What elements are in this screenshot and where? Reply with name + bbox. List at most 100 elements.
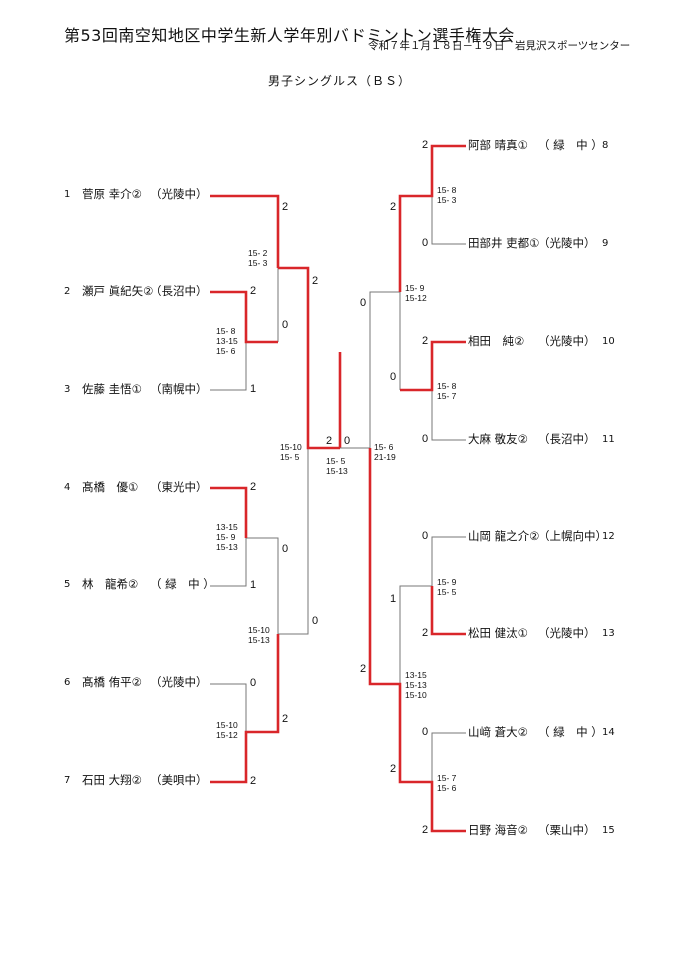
match-score: 1 — [250, 383, 257, 395]
player-name: 日野 海音② — [468, 823, 528, 837]
bracket-line — [368, 448, 466, 833]
game-scores: 15- 8 13-15 15- 6 — [216, 326, 238, 356]
player-school: （美唄中） — [150, 773, 208, 787]
match-score: 0 — [282, 319, 289, 331]
bracket-line — [210, 634, 280, 784]
player-name: 山﨑 蒼大② — [468, 725, 528, 739]
match-score: 2 — [312, 275, 319, 287]
match-score: 0 — [422, 726, 429, 738]
game-scores: 15-10 15-12 — [216, 720, 238, 740]
seed-number: 13 — [602, 628, 615, 639]
seed-number: 14 — [602, 727, 615, 738]
bracket-line — [398, 144, 466, 292]
bracket-line — [430, 586, 466, 636]
match-score: 0 — [282, 543, 289, 555]
match-score: 2 — [282, 713, 289, 725]
match-score: 2 — [390, 763, 397, 775]
bracket-line — [369, 291, 400, 448]
game-scores: 15-10 15- 5 — [280, 442, 302, 462]
player-school: （長沼中） — [150, 284, 208, 298]
game-scores: 13-15 15-13 15-10 — [405, 670, 427, 700]
match-score: 0 — [422, 530, 429, 542]
seed-number: 11 — [602, 434, 615, 445]
player-school: （光陵中） — [538, 626, 596, 640]
match-score: 2 — [422, 824, 429, 836]
bracket-line — [210, 342, 247, 391]
seed-number: 6 — [64, 677, 71, 688]
player-name: 林 龍希② — [82, 577, 139, 591]
match-score: 0 — [422, 433, 429, 445]
game-scores: 15- 6 21-19 — [374, 442, 396, 462]
player-school: （光陵中） — [538, 236, 596, 250]
player-school: （ 緑 中 ） — [150, 577, 215, 591]
seed-number: 4 — [64, 482, 71, 493]
match-score: 0 — [360, 297, 367, 309]
player-name: 相田 純② — [468, 334, 525, 348]
bracket-line — [210, 290, 278, 344]
seed-number: 12 — [602, 531, 615, 542]
document-title: 第53回南空知地区中学生新人学年別バドミントン選手権大会 — [64, 26, 515, 45]
player-school: （上幌向中） — [538, 529, 607, 543]
match-score: 2 — [422, 335, 429, 347]
match-score: 2 — [250, 775, 257, 787]
seed-number: 15 — [602, 825, 615, 836]
bracket-line — [278, 448, 309, 635]
bracket-line — [210, 683, 247, 732]
match-score: 2 — [390, 201, 397, 213]
seed-number: 3 — [64, 384, 71, 395]
bracket-line — [431, 732, 466, 782]
match-score: 1 — [250, 579, 257, 591]
match-score: 2 — [422, 139, 429, 151]
seed-number: 10 — [602, 336, 615, 347]
match-score: 0 — [250, 677, 257, 689]
player-school: （ 緑 中 ） — [538, 138, 603, 152]
game-scores: 13-15 15- 9 15-13 — [216, 522, 238, 552]
game-scores: 15- 8 15- 7 — [437, 381, 457, 401]
match-score: 1 — [390, 593, 397, 605]
match-score: 2 — [250, 481, 257, 493]
player-school: （光陵中） — [150, 675, 208, 689]
bracket-line — [400, 340, 466, 392]
game-scores: 15- 2 15- 3 — [248, 248, 268, 268]
player-school: （ 緑 中 ） — [538, 725, 603, 739]
player-name: 山岡 龍之介② — [468, 529, 540, 543]
final-score: 2 — [326, 435, 333, 447]
player-name: 松田 健汰① — [468, 626, 528, 640]
player-name: 大麻 敬友② — [468, 432, 528, 446]
player-name: 髙橋 優① — [82, 480, 139, 494]
bracket-line — [431, 196, 466, 245]
game-scores: 15- 9 15- 5 — [437, 577, 457, 597]
game-scores: 15- 8 15- 3 — [437, 185, 457, 205]
bracket-line — [210, 538, 247, 587]
player-school: （長沼中） — [538, 432, 596, 446]
player-name: 田部井 吏都① — [468, 236, 540, 250]
match-score: 0 — [390, 371, 397, 383]
seed-number: 7 — [64, 775, 71, 786]
player-school: （光陵中） — [538, 334, 596, 348]
player-name: 佐藤 圭悟① — [82, 382, 142, 396]
game-scores: 15- 7 15- 6 — [437, 773, 457, 793]
final-score: 0 — [344, 435, 351, 447]
player-school: （南幌中） — [150, 382, 208, 396]
seed-number: 5 — [64, 579, 71, 590]
player-name: 石田 大翔② — [82, 773, 142, 787]
player-school: （東光中） — [150, 480, 208, 494]
match-score: 0 — [312, 615, 319, 627]
seed-number: 1 — [64, 189, 71, 200]
game-scores: 15- 9 15-12 — [405, 283, 427, 303]
player-school: （光陵中） — [150, 187, 208, 201]
bracket-line — [210, 486, 248, 538]
player-name: 阿部 晴真① — [468, 138, 528, 152]
bracket-line — [399, 585, 432, 684]
seed-number: 2 — [64, 286, 71, 297]
match-score: 2 — [360, 663, 367, 675]
bracket-line — [278, 266, 340, 450]
match-score: 2 — [250, 285, 257, 297]
game-scores: 15- 5 15-13 — [326, 456, 348, 476]
bracket-line — [431, 536, 466, 586]
seed-number: 9 — [602, 238, 609, 249]
game-scores: 15-10 15-13 — [248, 625, 270, 645]
player-school: （栗山中） — [538, 823, 596, 837]
